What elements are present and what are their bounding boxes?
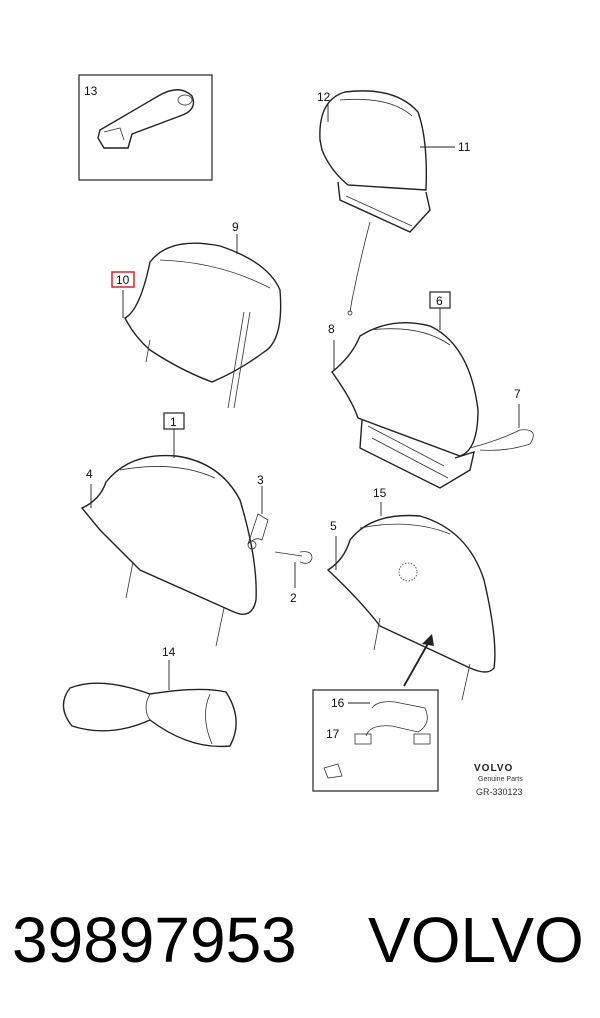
label-1: 1 bbox=[170, 415, 177, 429]
label-14: 14 bbox=[162, 645, 176, 659]
parts-diagram: 13 12 11 9 10 6 8 7 bbox=[62, 74, 534, 797]
label-13: 13 bbox=[84, 84, 98, 98]
headrest-5: 15 5 bbox=[326, 486, 496, 701]
diagram-reference: GR-330123 bbox=[476, 787, 523, 797]
part-number: 39897953 bbox=[12, 904, 297, 976]
footer-brand: VOLVO bbox=[368, 904, 584, 976]
brand-subtitle: Genuine Parts bbox=[478, 776, 523, 783]
label-12: 12 bbox=[317, 90, 331, 104]
pillow-14: 14 bbox=[62, 645, 237, 748]
label-8: 8 bbox=[328, 322, 335, 336]
brand-logo: VOLVO bbox=[474, 763, 513, 774]
headrest-6: 6 8 7 bbox=[328, 291, 534, 489]
label-7: 7 bbox=[514, 387, 521, 401]
label-11: 11 bbox=[458, 140, 471, 154]
label-5: 5 bbox=[330, 519, 337, 533]
highlight-box bbox=[111, 271, 135, 288]
headrest-1: 1 4 3 2 bbox=[80, 412, 313, 647]
label-9: 9 bbox=[232, 220, 239, 234]
label-4: 4 bbox=[86, 467, 93, 481]
label-17: 17 bbox=[326, 727, 340, 741]
brand-block: VOLVO Genuine Parts GR-330123 bbox=[474, 763, 523, 797]
headrest-11: 12 11 bbox=[317, 90, 471, 316]
headrest-9: 9 10 bbox=[111, 220, 282, 409]
label-2: 2 bbox=[290, 591, 297, 605]
label-3: 3 bbox=[257, 473, 264, 487]
detail-box-13: 13 bbox=[78, 74, 213, 181]
label-10: 10 bbox=[116, 273, 130, 287]
footer: 39897953 VOLVO bbox=[0, 890, 600, 990]
label-6: 6 bbox=[436, 294, 443, 308]
label-15: 15 bbox=[373, 486, 387, 500]
label-16: 16 bbox=[331, 696, 345, 710]
detail-box-16-17: 16 17 bbox=[312, 689, 439, 792]
